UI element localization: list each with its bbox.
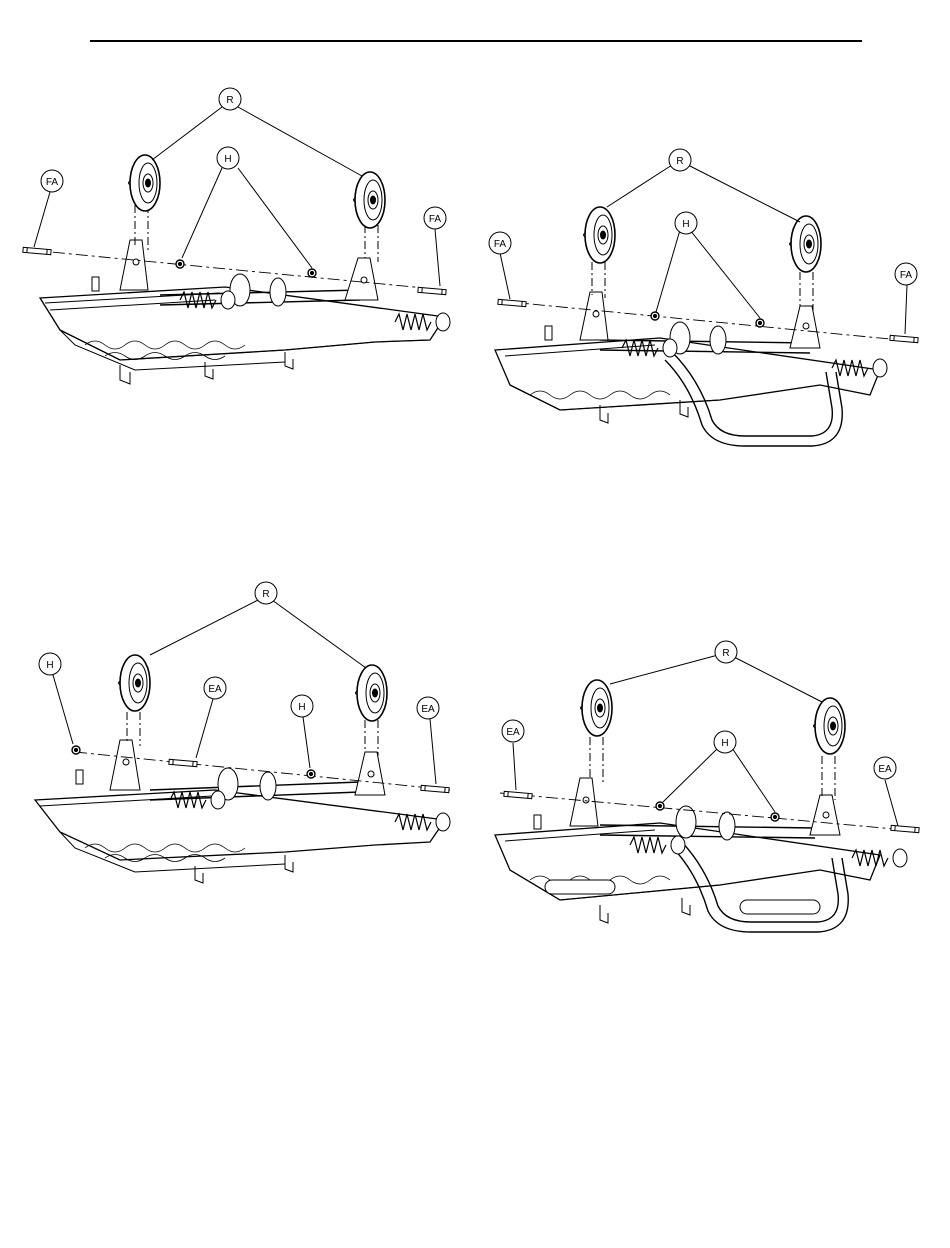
callout-ea: EA — [878, 764, 892, 775]
panel-bottom-left — [35, 582, 450, 883]
callout-h: H — [224, 154, 231, 165]
callout-r: R — [676, 156, 683, 167]
callout-fa: FA — [494, 239, 507, 250]
panel-bottom-right — [495, 641, 919, 932]
callout-ea: EA — [208, 684, 222, 695]
panel-top-right — [489, 149, 918, 446]
callout-fa: FA — [429, 214, 442, 225]
callout-fa: FA — [900, 270, 913, 281]
panel-top-left — [23, 88, 450, 384]
callout-r: R — [262, 589, 269, 600]
callout-h: H — [298, 702, 305, 713]
callout-r: R — [226, 95, 233, 106]
callout-ea: EA — [421, 704, 435, 715]
callout-fa: FA — [46, 177, 59, 188]
callout-h: H — [721, 738, 728, 749]
callout-ea: EA — [506, 727, 520, 738]
callout-h: H — [46, 660, 53, 671]
callout-h: H — [682, 219, 689, 230]
callout-r: R — [722, 648, 729, 659]
callout-labels: R H FA FA R H FA FA R H EA H EA R H EA E… — [46, 95, 913, 775]
